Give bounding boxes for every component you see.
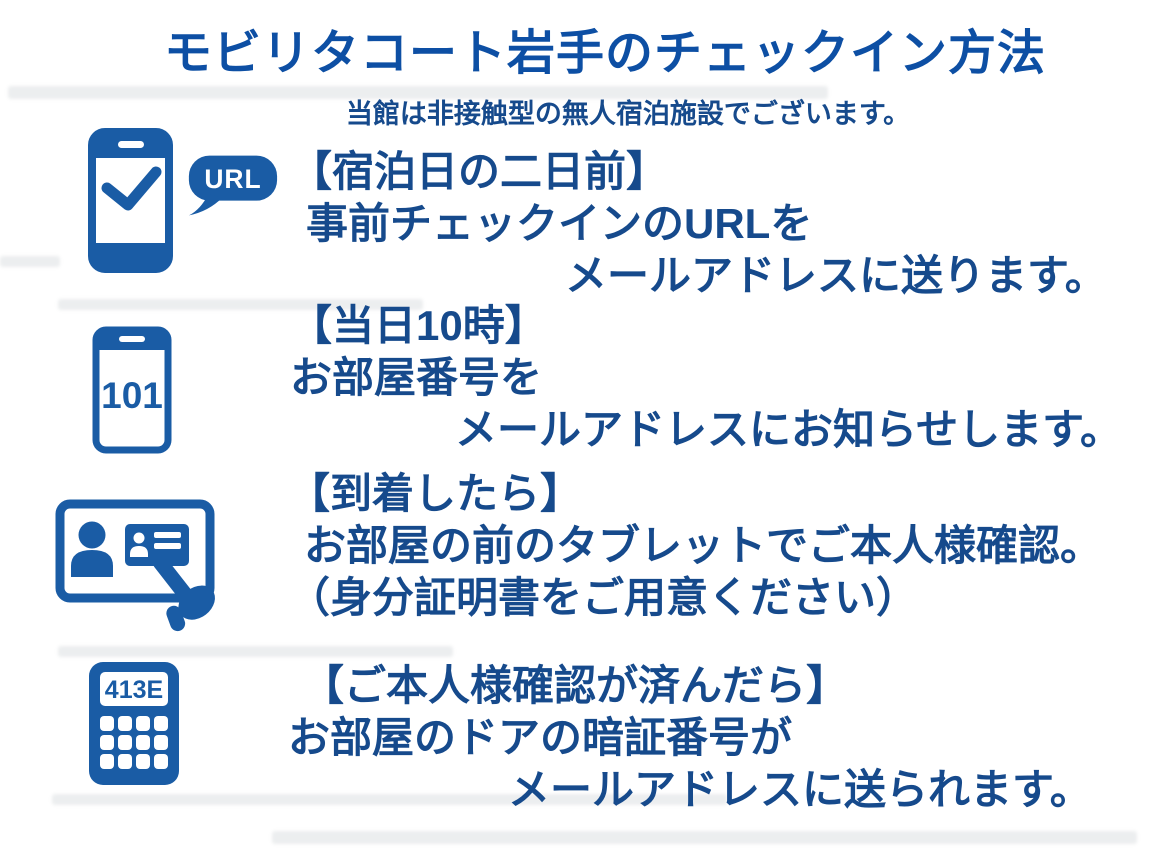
step-4-text: 【ご本人様確認が済んだら】 お部屋のドアの暗証番号が メールアドレスに送られます… [288,660,1092,816]
room-number-label: 101 [101,375,163,416]
door-keypad-icon: 413E [88,661,180,786]
ghost-artifact [272,831,1137,844]
pointing-hand-icon [153,555,215,632]
keypad-code-label: 413E [105,676,163,704]
step-3-text: 【到着したら】 お部屋の前のタブレットでご本人様確認。 （身分証明書をご用意くだ… [288,468,1102,624]
step-2-heading: 【当日10時】 [290,302,547,349]
step-2-text: 【当日10時】 お部屋番号を メールアドレスにお知らせします。 [290,300,1122,456]
smartphone-check-icon [88,128,173,273]
step-4-line2: メールアドレスに送られます。 [508,766,1092,813]
smartphone-room-number-icon: 101 [92,326,172,454]
step-1-heading: 【宿泊日の二日前】 [290,148,669,195]
step-4-line1: お部屋のドアの暗証番号が [288,714,793,761]
step-3-line2: （身分証明書をご用意ください） [288,574,919,621]
url-speech-bubble-icon: URL [183,152,281,218]
step-4-heading: 【ご本人様確認が済んだら】 [302,662,849,709]
page-subtitle: 当館は非接触型の無人宿泊施設でございます。 [345,99,911,129]
step-1-line2: メールアドレスに送ります。 [565,252,1107,299]
ghost-artifact [58,299,423,310]
ghost-artifact [58,646,453,657]
step-3-heading: 【到着したら】 [288,470,583,517]
ghost-artifact [52,794,727,805]
step-1-text: 【宿泊日の二日前】 事前チェックインのURLを メールアドレスに送ります。 [290,146,1107,302]
ghost-artifact [8,86,828,99]
step-2-line1: お部屋番号を [290,354,543,401]
step-3-line1: お部屋の前のタブレットでご本人様確認。 [304,522,1103,569]
tablet-identity-check-icon [55,498,230,633]
page-title: モビリタコート岩手のチェックイン方法 [163,27,1046,80]
ghost-artifact [0,256,60,267]
step-2-line2: メールアドレスにお知らせします。 [455,406,1122,453]
url-bubble-label: URL [204,164,261,194]
step-1-line1: 事前チェックインのURLを [306,200,813,247]
